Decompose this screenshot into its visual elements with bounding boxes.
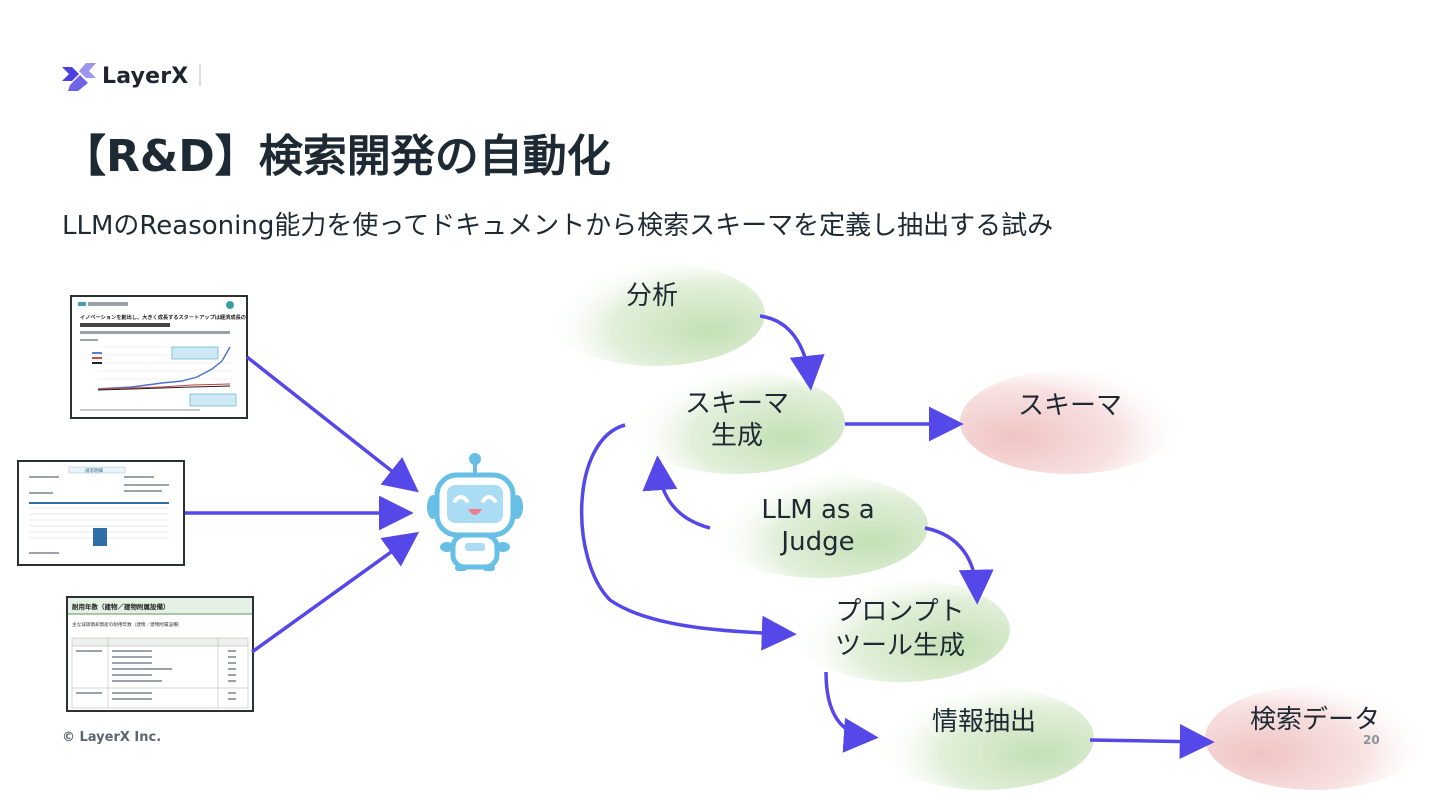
layerx-logo-mark (62, 63, 96, 91)
arrow-doc1-to-robot (245, 355, 419, 493)
node-analysis: 分析 (545, 262, 765, 366)
slide-subtitle: LLMのReasoning能力を使ってドキュメントから検索スキーマを定義し抽出す… (62, 211, 1054, 241)
node-search-data: 検索データ (1205, 686, 1425, 790)
table-caption: 主な減価償却資産の耐用年数（建物／建物附属設備） (72, 621, 182, 628)
document-thumbnail-invoice: 請求明細 (17, 460, 185, 566)
logo-text: LayerX (102, 63, 189, 89)
arrow-prompt-to-extract (824, 671, 879, 753)
node-information-extraction: 情報抽出 (874, 686, 1094, 790)
node-schema-output-label: スキーマ (1018, 391, 1122, 421)
arrow-doc3-to-robot (250, 531, 420, 654)
node-schema-generation-line2: 生成 (711, 421, 763, 451)
arrow-judge-to-schema-gen (642, 455, 711, 530)
table-heading: 耐用年数（建物／建物附属設備） (72, 602, 170, 611)
invoice-heading: 請求明細 (85, 467, 103, 474)
node-analysis-label: 分析 (626, 281, 678, 311)
footer-copyright: © LayerX Inc. (62, 730, 162, 745)
node-prompt-line2: ツール生成 (835, 631, 965, 661)
report-heading: イノベーションを創出し、大きく成長するスタートアップは経済成長のドライバーとなる… (80, 313, 246, 321)
arrow-extract-to-search-data (1089, 724, 1215, 760)
node-llm-judge-line1: LLM as a (761, 495, 874, 525)
robot-icon (427, 453, 523, 571)
node-prompt-tool-generation: プロンプト ツール生成 (790, 578, 1010, 682)
node-llm-judge: LLM as a Judge (708, 474, 928, 578)
arrow-schema-gen-to-prompt (579, 423, 797, 651)
arrow-analysis-to-schema-gen (759, 314, 825, 391)
layerx-logo: LayerX (62, 60, 188, 92)
header-divider (199, 64, 201, 86)
node-llm-judge-line2: Judge (779, 527, 854, 557)
node-prompt-line1: プロンプト (835, 597, 964, 627)
page-number: 20 (1363, 733, 1380, 747)
node-schema-generation-line1: スキーマ (685, 389, 789, 419)
node-schema-generation: スキーマ 生成 (625, 370, 845, 474)
slide-title: 【R&D】検索開発の自動化 (62, 131, 611, 182)
arrow-judge-to-prompt (924, 526, 994, 605)
document-thumbnail-table: 耐用年数（建物／建物附属設備） 主な減価償却資産の耐用年数（建物／建物附属設備） (66, 596, 254, 712)
node-search-data-label: 検索データ (1250, 705, 1380, 735)
node-information-extraction-label: 情報抽出 (932, 707, 1036, 737)
node-schema-output: スキーマ (960, 370, 1180, 474)
